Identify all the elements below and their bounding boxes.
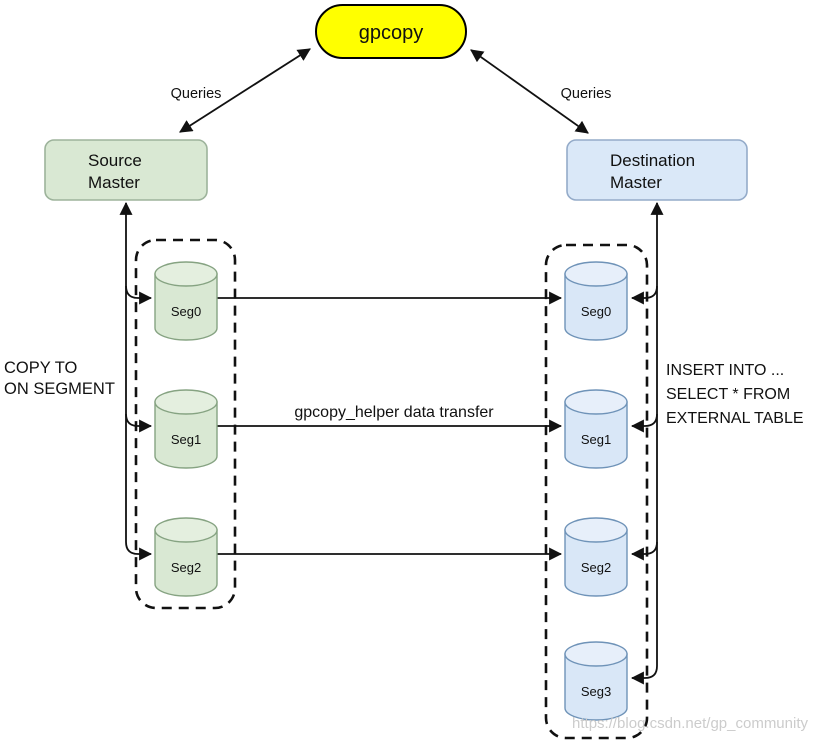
- source-seg2-cylinder: Seg2: [154, 517, 218, 597]
- queries-right-label: Queries: [561, 86, 612, 102]
- dest-seg3-cylinder: Seg3: [564, 641, 628, 721]
- dest-seg2-label: Seg2: [581, 560, 611, 575]
- source-seg1-label: Seg1: [171, 432, 201, 447]
- source-master-segment-connector: [119, 201, 153, 561]
- queries-left-label: Queries: [171, 86, 222, 102]
- edge-gpcopy-source-master: [179, 48, 311, 133]
- destination-master-line2: Master: [610, 173, 662, 192]
- source-master-node: Source Master: [44, 139, 208, 201]
- insert-into-annotation: INSERT INTO ... SELECT * FROM EXTERNAL T…: [666, 362, 804, 427]
- gpcopy-node-label: gpcopy: [359, 22, 424, 44]
- destination-master-node: Destination Master: [566, 139, 748, 201]
- insert-into-line1: INSERT INTO ...: [666, 362, 784, 379]
- copy-to-annotation: COPY TO ON SEGMENT: [4, 359, 115, 398]
- copy-to-line2: ON SEGMENT: [4, 380, 115, 398]
- gpcopy-node: gpcopy: [315, 4, 467, 59]
- copy-to-line1: COPY TO: [4, 359, 78, 377]
- source-master-line2: Master: [88, 173, 140, 192]
- source-seg1-cylinder: Seg1: [154, 389, 218, 469]
- insert-into-line3: EXTERNAL TABLE: [666, 410, 804, 427]
- transfer-label: gpcopy_helper data transfer: [294, 404, 494, 421]
- dest-seg0-cylinder: Seg0: [564, 261, 628, 341]
- dest-seg1-label: Seg1: [581, 432, 611, 447]
- watermark-text: https://blog.csdn.net/gp_community: [572, 715, 808, 732]
- insert-into-line2: SELECT * FROM: [666, 386, 790, 403]
- dest-seg0-label: Seg0: [581, 304, 611, 319]
- source-seg0-cylinder: Seg0: [154, 261, 218, 341]
- dest-seg2-cylinder: Seg2: [564, 517, 628, 597]
- dest-seg3-label: Seg3: [581, 684, 611, 699]
- source-seg2-label: Seg2: [171, 560, 201, 575]
- source-segments-group-box: [134, 238, 237, 610]
- source-master-line1: Source: [88, 151, 142, 170]
- destination-master-segment-connector: [630, 201, 664, 685]
- source-seg0-label: Seg0: [171, 304, 201, 319]
- destination-master-line1: Destination: [610, 151, 695, 170]
- edge-gpcopy-destination-master: [470, 49, 589, 134]
- dest-seg1-cylinder: Seg1: [564, 389, 628, 469]
